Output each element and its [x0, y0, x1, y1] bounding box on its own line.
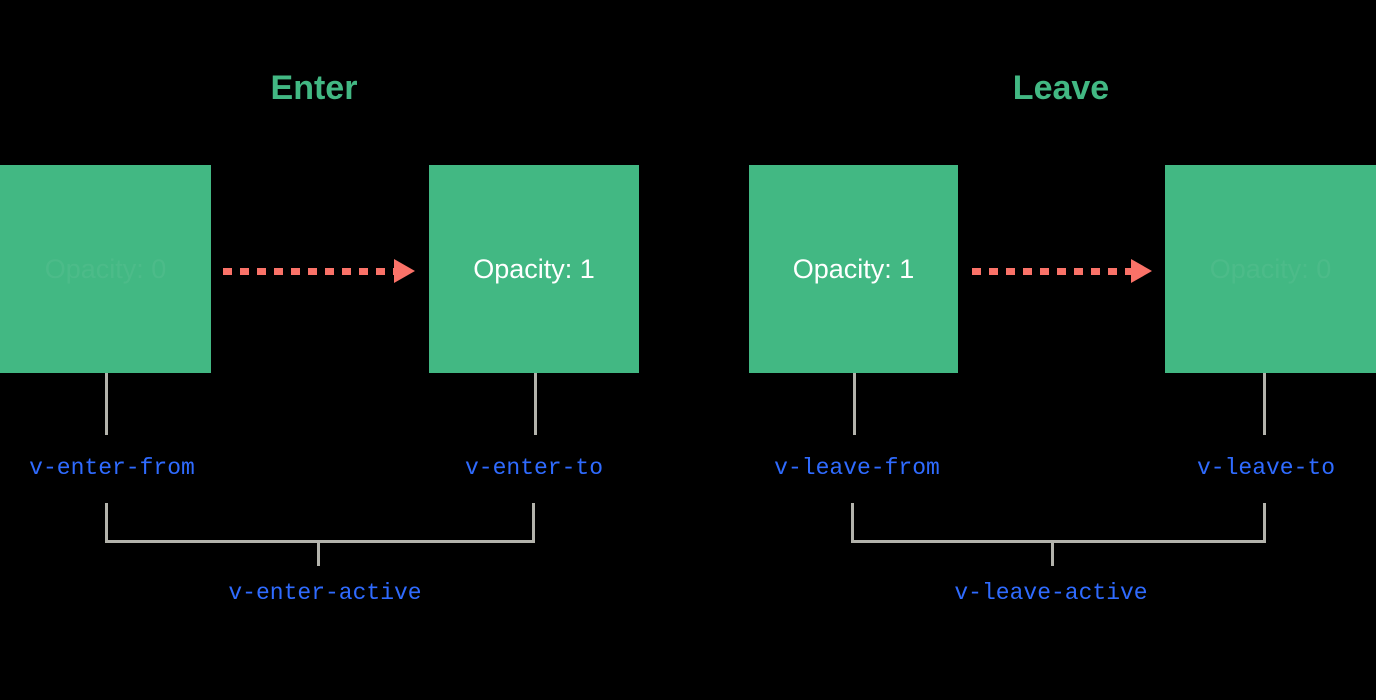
- bracket-leave-active: [851, 503, 1266, 566]
- connector-stem-leave-from: [853, 373, 856, 435]
- phase-title-enter: Enter: [270, 69, 358, 107]
- class-label-v-leave-active: v-leave-active: [954, 580, 1148, 606]
- state-box-enter-to-label: Opacity: 1: [473, 253, 595, 284]
- state-box-leave-to: Opacity: 0: [1165, 165, 1376, 373]
- bracket-left-arm: [105, 503, 108, 543]
- connector-stem-leave-to: [1263, 373, 1266, 435]
- class-label-v-enter-from: v-enter-from: [29, 455, 195, 481]
- state-box-leave-from-label: Opacity: 1: [792, 253, 915, 284]
- connector-stem-enter-from: [105, 373, 108, 435]
- state-box-enter-from-label: Opacity: 0: [44, 253, 167, 284]
- arrow-shaft-icon: [972, 267, 1132, 275]
- transition-arrow-leave: [972, 259, 1152, 283]
- arrow-shaft-icon: [223, 267, 395, 275]
- class-label-v-leave-from: v-leave-from: [774, 455, 940, 481]
- bracket-bar: [851, 540, 1266, 543]
- bracket-stem: [1051, 543, 1054, 566]
- bracket-bar: [105, 540, 535, 543]
- bracket-right-arm: [532, 503, 535, 543]
- bracket-right-arm: [1263, 503, 1266, 543]
- class-label-v-enter-to: v-enter-to: [464, 455, 604, 481]
- bracket-enter-active: [105, 503, 535, 566]
- phase-title-leave: Leave: [1012, 69, 1110, 107]
- bracket-stem: [317, 543, 320, 566]
- state-box-enter-to: Opacity: 1: [429, 165, 639, 373]
- transition-arrow-enter: [223, 259, 415, 283]
- class-label-v-leave-to: v-leave-to: [1196, 455, 1336, 481]
- arrow-head-icon: [394, 259, 415, 283]
- connector-stem-enter-to: [534, 373, 537, 435]
- bracket-left-arm: [851, 503, 854, 543]
- state-box-enter-from: Opacity: 0: [0, 165, 211, 373]
- class-label-v-enter-active: v-enter-active: [228, 580, 422, 606]
- state-box-leave-to-label: Opacity: 0: [1209, 253, 1332, 284]
- arrow-head-icon: [1131, 259, 1152, 283]
- state-box-leave-from: Opacity: 1: [749, 165, 958, 373]
